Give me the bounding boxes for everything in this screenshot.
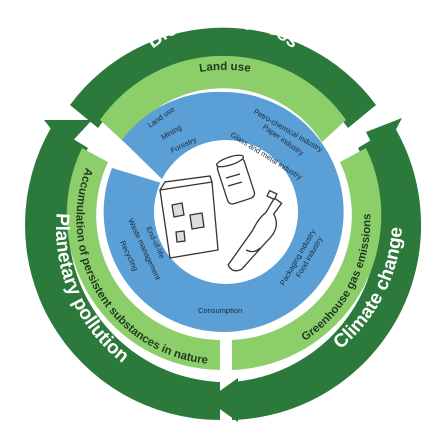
inner-label-consumption: Consumption	[198, 306, 242, 315]
outer-segment-top	[70, 27, 376, 129]
outer-arrow-left	[207, 378, 238, 422]
chips-bag-icon	[159, 175, 219, 259]
bottle-icon	[227, 189, 283, 272]
middle-segment-right	[232, 148, 382, 370]
middle-ring	[66, 55, 382, 370]
outer-arrow-top	[44, 120, 92, 148]
middle-label-top: Land use	[199, 61, 252, 75]
can-icon	[215, 154, 256, 205]
middle-segment-left	[66, 148, 220, 370]
outer-segment-right	[232, 126, 422, 420]
outer-segment-left	[24, 126, 221, 420]
inner-disc	[103, 91, 344, 332]
outer-arrow-right	[366, 118, 402, 160]
outer-ring	[24, 27, 422, 422]
middle-segment-top	[100, 55, 346, 142]
